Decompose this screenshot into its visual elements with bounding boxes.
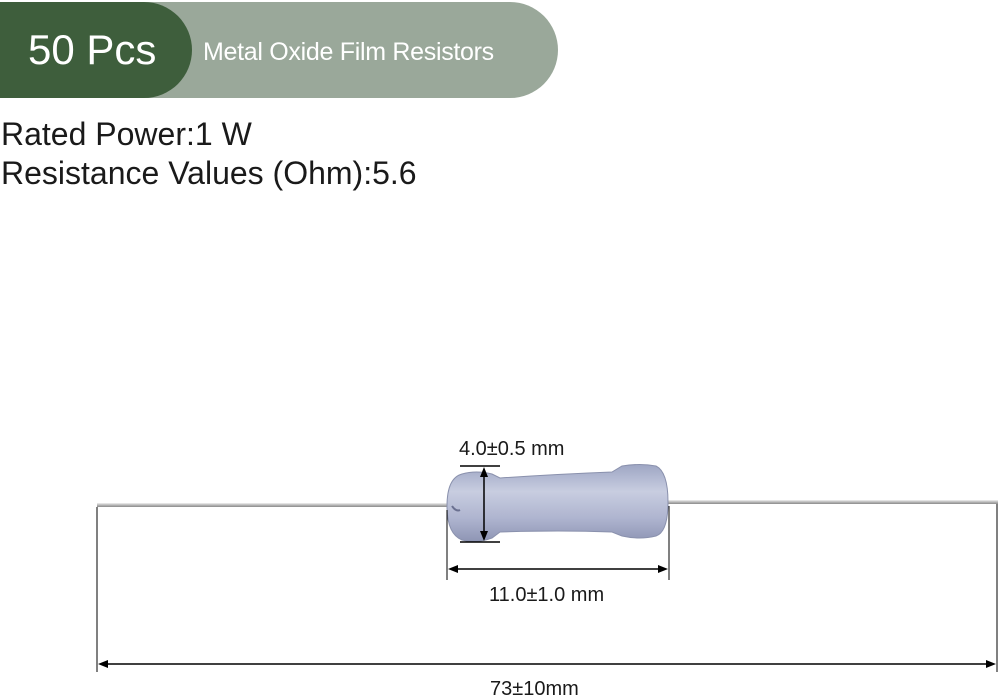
resistor-body [446, 464, 669, 543]
diameter-label: 4.0±0.5 mm [459, 438, 564, 460]
resistance-text: Resistance Values (Ohm):5.6 [1, 155, 417, 191]
total-length-label: 73±10mm [490, 678, 579, 699]
body-length-label: 11.0±1.0 mm [489, 584, 604, 606]
product-title: Metal Oxide Film Resistors [203, 38, 494, 66]
quantity-badge [0, 2, 192, 98]
total-length-dimension: 73±10mm [96, 504, 998, 699]
rated-power-text: Rated Power:1 W [1, 116, 252, 152]
left-lead-wire [97, 503, 453, 507]
title-banner: 50 Pcs Metal Oxide Film Resistors [0, 2, 558, 98]
quantity-label: 50 Pcs [28, 26, 157, 73]
body-length-dimension: 11.0±1.0 mm [446, 506, 670, 606]
right-lead-wire [662, 500, 998, 504]
diameter-dimension: 4.0±0.5 mm [459, 438, 564, 543]
